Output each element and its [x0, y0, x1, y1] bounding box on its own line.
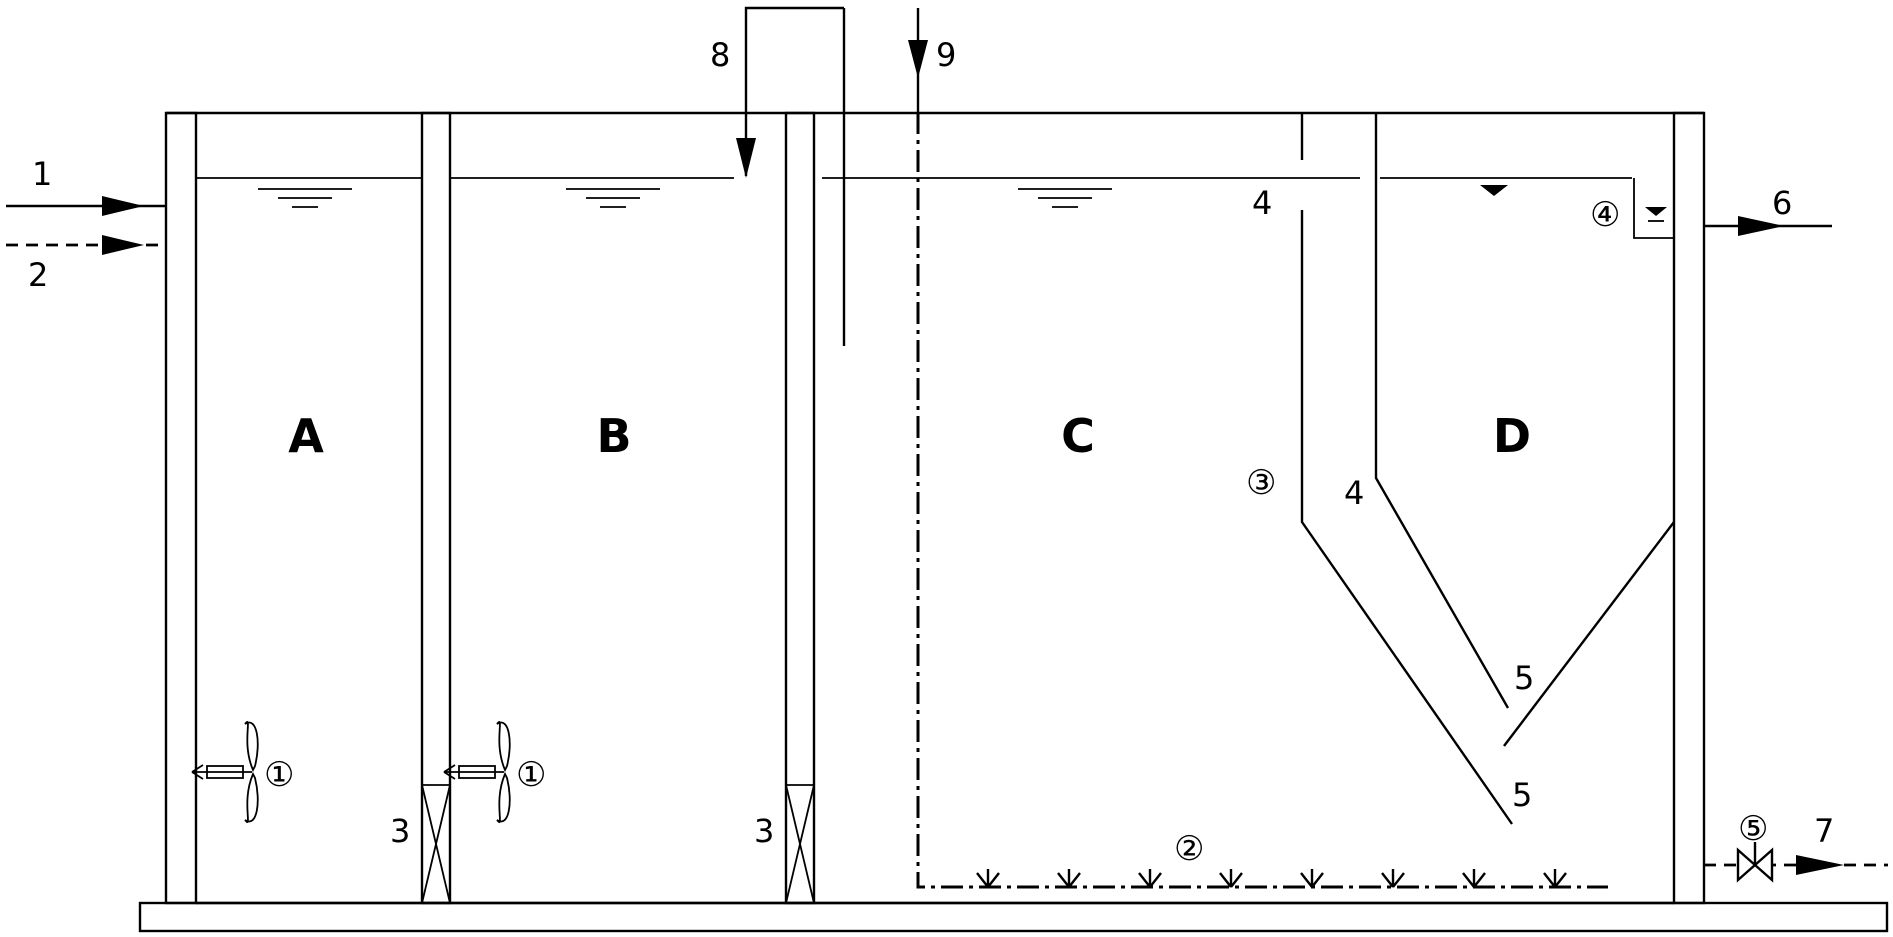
- water-level-icon: [1018, 188, 1112, 208]
- inlet-pipe-1: [6, 196, 166, 216]
- outlet-weir: [1633, 178, 1674, 239]
- water-level-icon: [258, 188, 352, 208]
- marker-mixer-b: ①: [516, 755, 546, 795]
- marker-valve: ⑤: [1738, 809, 1768, 849]
- zone-label-c: C: [1061, 409, 1095, 463]
- label-wall-4-top: 4: [1252, 184, 1272, 222]
- zone-label-d: D: [1493, 409, 1531, 463]
- zone-label-b: B: [596, 409, 631, 463]
- settler-wall-right: [1374, 113, 1510, 709]
- propeller-mixer-icon: [443, 721, 511, 823]
- baffle-bc: [785, 784, 815, 904]
- label-outlet-6: 6: [1772, 184, 1792, 222]
- label-drain-7: 7: [1814, 812, 1834, 850]
- baffle-ab: [421, 784, 451, 904]
- marker-weir: ④: [1590, 195, 1620, 235]
- label-baffle-3-left: 3: [390, 812, 410, 850]
- diffuser-icon: [1300, 869, 1324, 888]
- propeller-mixer-icon: [191, 721, 259, 823]
- outlet-pipe-6: [1704, 216, 1832, 236]
- label-slope-5-upper: 5: [1514, 659, 1534, 697]
- partition-wall-ab: [420, 111, 452, 905]
- water-level-icon: [566, 188, 660, 208]
- marker-mixer-a: ①: [264, 755, 294, 795]
- label-wall-4-mid: 4: [1344, 474, 1364, 512]
- outer-wall-right: [1672, 111, 1706, 905]
- gate-valve-icon: [1736, 842, 1774, 883]
- label-slope-5-lower: 5: [1512, 776, 1532, 814]
- diffuser-icon: [1138, 869, 1162, 888]
- diffuser-icon: [1219, 869, 1243, 888]
- air-line-9: [908, 8, 1608, 889]
- pipe-8: [736, 6, 844, 178]
- outer-wall-left: [164, 111, 198, 905]
- label-inlet-2: 2: [28, 256, 48, 294]
- marker-aerator: ②: [1174, 829, 1204, 869]
- base-slab: [138, 901, 1889, 933]
- diffuser-icon: [1381, 869, 1405, 888]
- label-air-9: 9: [936, 36, 956, 74]
- label-pipe-8: 8: [710, 36, 730, 74]
- diffuser-icon: [1462, 869, 1486, 888]
- marker-baffle: ③: [1246, 463, 1276, 503]
- diffuser-icon: [1057, 869, 1081, 888]
- diffuser-icon: [1543, 869, 1567, 888]
- label-inlet-1: 1: [32, 155, 52, 193]
- inlet-pipe-2: [6, 235, 166, 255]
- diffuser-icon-group: [976, 869, 1567, 888]
- partition-wall-bc: [784, 111, 816, 905]
- diffuser-icon: [976, 869, 1000, 888]
- settler-slope-right: [1503, 521, 1675, 747]
- label-baffle-3-right: 3: [754, 812, 774, 850]
- drain-pipe-7: [1704, 842, 1888, 883]
- settler-wall-left: [1300, 210, 1513, 825]
- zone-label-a: A: [288, 409, 324, 463]
- water-level-icon: [1480, 185, 1508, 196]
